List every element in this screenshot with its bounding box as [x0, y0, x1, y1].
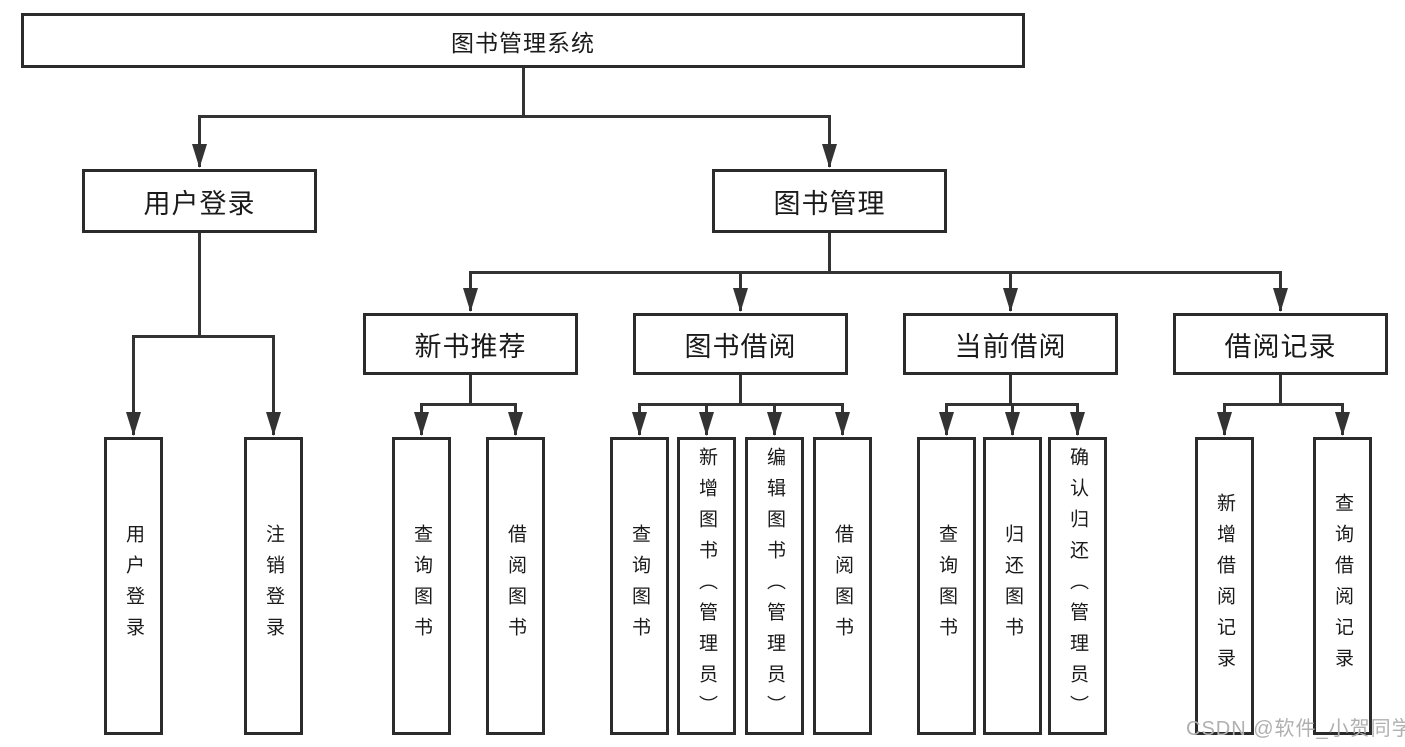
leaf-query-books: 查询图书 [610, 437, 669, 735]
node-new-book-recommend: 新书推荐 [363, 313, 578, 375]
leaf-user-login: 用户登录 [104, 437, 163, 735]
node-borrowing-records: 借阅记录 [1173, 313, 1388, 375]
node-user-login: 用户登录 [82, 169, 317, 233]
node-current-borrowing: 当前借阅 [903, 313, 1118, 375]
leaf-label: 归还图书 [1002, 524, 1023, 648]
leaf-label: 新增借阅记录 [1214, 493, 1235, 679]
leaf-add-books-admin: 新增图书（管理员） [677, 437, 736, 735]
leaf-borrow-books: 借阅图书 [486, 437, 545, 735]
leaf-logout: 注销登录 [244, 437, 303, 735]
leaf-add-borrow-record: 新增借阅记录 [1195, 437, 1254, 735]
node-book-management: 图书管理 [712, 169, 947, 233]
leaf-label: 新增图书（管理员） [696, 446, 717, 726]
node-label: 图书管理 [773, 188, 886, 219]
csdn-watermark: CSDN @软件_小贺同学 [1186, 718, 1405, 740]
leaf-query-books: 查询图书 [392, 437, 451, 735]
leaf-label: 查询图书 [629, 524, 650, 648]
node-label: 新书推荐 [414, 331, 527, 362]
node-label: 用户登录 [143, 188, 256, 219]
node-book-borrowing: 图书借阅 [633, 313, 848, 375]
leaf-label: 查询图书 [411, 524, 432, 648]
leaf-label: 编辑图书（管理员） [764, 446, 785, 726]
leaf-label: 借阅图书 [832, 524, 853, 648]
leaf-confirm-return-admin: 确认归还（管理员） [1048, 437, 1107, 735]
leaf-label: 借阅图书 [505, 524, 526, 648]
node-label: 当前借阅 [954, 331, 1067, 362]
leaf-label: 查询借阅记录 [1332, 493, 1353, 679]
leaf-edit-books-admin: 编辑图书（管理员） [745, 437, 804, 735]
leaf-query-books: 查询图书 [917, 437, 976, 735]
leaf-return-books: 归还图书 [983, 437, 1042, 735]
node-label: 借阅记录 [1224, 331, 1337, 362]
leaf-label: 查询图书 [936, 524, 957, 648]
leaf-label: 确认归还（管理员） [1067, 446, 1088, 726]
leaf-query-borrow-record: 查询借阅记录 [1313, 437, 1372, 735]
node-label: 图书管理系统 [451, 29, 595, 56]
leaf-label: 用户登录 [123, 524, 144, 648]
leaf-label: 注销登录 [263, 524, 284, 648]
node-label: 图书借阅 [684, 331, 797, 362]
node-library-management-system: 图书管理系统 [21, 13, 1025, 68]
leaf-borrow-books: 借阅图书 [813, 437, 872, 735]
